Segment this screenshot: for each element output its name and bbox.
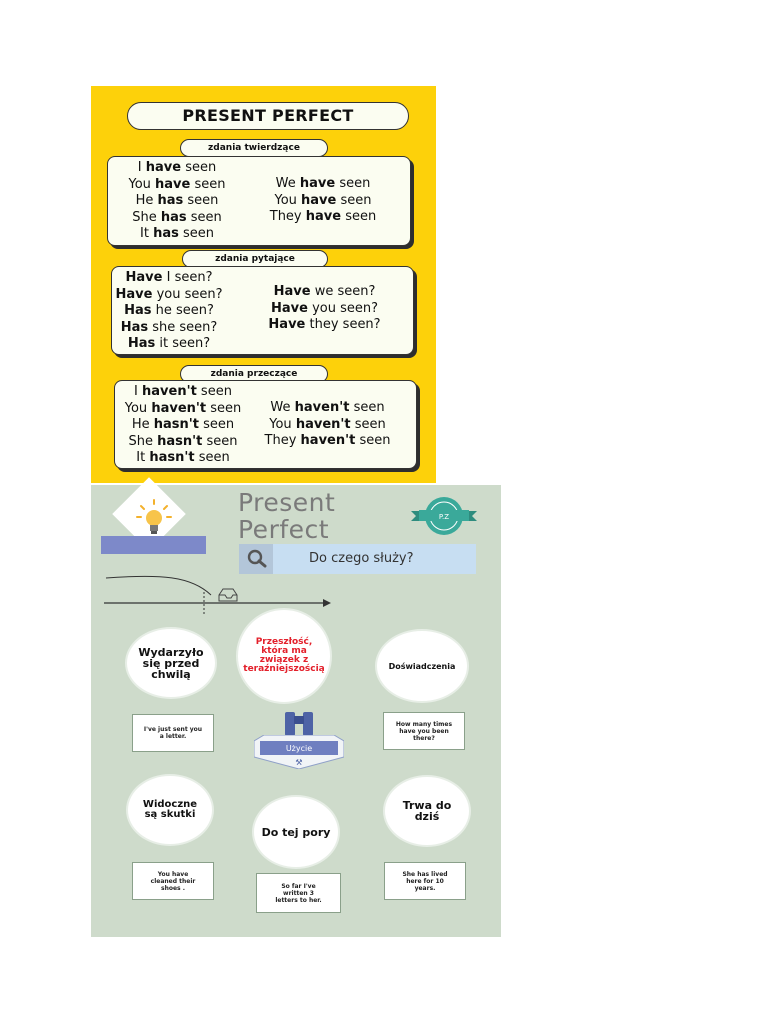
badge-text: P.Z: [439, 513, 449, 521]
verb-form-line: They haven't seen: [264, 433, 391, 448]
question-box: Have I seen?Have you seen?Has he seen?Ha…: [111, 266, 414, 355]
purpose-search-bar[interactable]: Do czego służy?: [239, 544, 476, 574]
question-left-column: Have I seen?Have you seen?Has he seen?Ha…: [114, 270, 224, 353]
circle-doswiadczenia: Doświadczenia: [375, 629, 469, 703]
auxiliary-verb: haven't: [151, 400, 207, 416]
verb-form-line: It hasn't seen: [136, 450, 230, 465]
auxiliary-verb: haven't: [294, 400, 350, 415]
verb-form-line: You haven't seen: [124, 400, 242, 416]
verb-form-line: It has seen: [140, 226, 214, 241]
auxiliary-verb: hasn't: [153, 417, 199, 432]
verb-form-line: You have seen: [128, 176, 226, 192]
auxiliary-verb: has: [157, 193, 184, 208]
verb-form-line: He has seen: [135, 193, 219, 208]
verb-form-line: Have you seen?: [270, 300, 378, 316]
auxiliary-verb: Have: [125, 270, 163, 285]
auxiliary-verb: has: [160, 209, 187, 225]
search-icon: [239, 544, 273, 574]
auxiliary-verb: Have: [273, 284, 311, 299]
auxiliary-verb: haven't: [295, 416, 351, 432]
auxiliary-verb: has: [153, 226, 179, 241]
tools-icon: ⚒: [295, 758, 302, 767]
auxiliary-verb: Have: [115, 286, 153, 302]
verb-form-line: Have you seen?: [115, 286, 223, 302]
verb-form-line: Have they seen?: [268, 317, 381, 332]
auxiliary-verb: have: [305, 209, 342, 224]
verb-form-line: I have seen: [137, 160, 217, 175]
verb-form-line: We haven't seen: [270, 400, 385, 415]
verb-form-line: Have I seen?: [125, 270, 213, 285]
auxiliary-verb: haven't: [142, 384, 197, 399]
verb-form-line: We have seen: [275, 176, 371, 191]
title-line-1: Present: [238, 488, 336, 517]
verb-form-line: They have seen: [269, 209, 377, 224]
lightbulb-icon: [136, 499, 172, 534]
circle-wydarzylo: Wydarzyło się przed chwilą: [125, 627, 217, 699]
circle-do-tej-pory: Do tej pory: [252, 795, 340, 869]
verb-form-line: I haven't seen: [134, 384, 232, 399]
circle-widoczne: Widoczne są skutki: [126, 774, 214, 846]
binoculars-icon: [285, 712, 313, 736]
usage-label: Użycie: [286, 744, 312, 753]
usage-ribbon: Użycie ⚒: [254, 735, 344, 769]
verb-form-line: She hasn't seen: [128, 433, 238, 449]
note-so-far: So far I've written 3 letters to her.: [256, 873, 341, 913]
auxiliary-verb: Have: [268, 317, 306, 332]
auxiliary-verb: Have: [270, 300, 308, 316]
verb-form-line: Has she seen?: [120, 319, 218, 335]
note-just-sent: I've just sent you a letter.: [132, 714, 214, 752]
question-right-column: Have we seen?Have you seen?Have they see…: [252, 284, 397, 334]
poster-title: PRESENT PERFECT: [127, 102, 409, 130]
verb-form-line: She has seen: [132, 209, 222, 225]
auxiliary-verb: haven't: [300, 433, 356, 448]
auxiliary-verb: have: [155, 176, 191, 192]
circle-center: Przeszłość, która ma związek z teraźniej…: [236, 608, 332, 704]
present-perfect-poster: PRESENT PERFECT zdania twierdzące I have…: [91, 86, 436, 483]
note-how-many: How many times have you been there?: [383, 712, 465, 750]
auxiliary-verb: Has: [124, 303, 152, 318]
note-cleaned: You have cleaned their shoes .: [132, 862, 214, 900]
verb-form-line: You have seen: [274, 192, 372, 208]
verb-form-line: Has he seen?: [124, 303, 214, 318]
present-perfect-title: Present Perfect: [238, 489, 335, 543]
search-text: Do czego służy?: [309, 551, 414, 566]
verb-form-line: Have we seen?: [273, 284, 376, 299]
auxiliary-verb: Has: [120, 319, 149, 335]
verb-form-line: You haven't seen: [269, 416, 386, 432]
note-lived: She has lived here for 10 years.: [384, 862, 466, 900]
ribbon-banner: [101, 536, 206, 554]
auxiliary-verb: hasn't: [149, 450, 195, 465]
affirmative-label: zdania twierdzące: [180, 139, 328, 157]
auxiliary-verb: Has: [127, 336, 156, 351]
pz-badge: P.Z: [411, 497, 477, 535]
auxiliary-verb: have: [145, 160, 182, 175]
verb-form-line: Has it seen?: [127, 336, 211, 351]
auxiliary-verb: have: [299, 176, 336, 191]
title-line-2: Perfect: [238, 515, 330, 544]
present-perfect-infographic: Present Perfect P.Z Do czego służy? Wyda…: [91, 477, 501, 937]
timeline: [104, 575, 331, 614]
auxiliary-verb: have: [301, 192, 337, 208]
verb-form-line: He hasn't seen: [131, 417, 235, 432]
circle-trwa: Trwa do dziś: [383, 775, 471, 847]
auxiliary-verb: hasn't: [157, 433, 203, 449]
